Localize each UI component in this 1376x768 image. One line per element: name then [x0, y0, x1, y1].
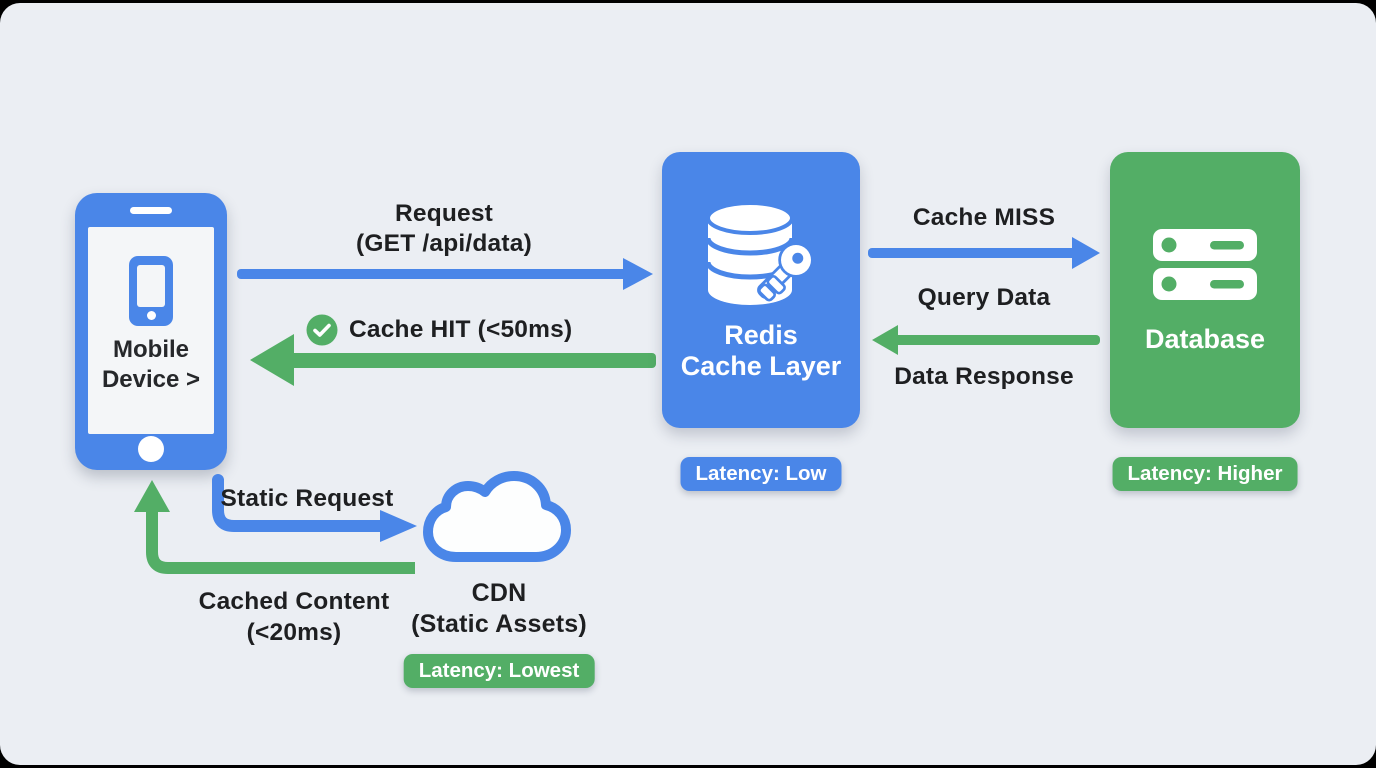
mobile-device-node: Mobile Device >	[75, 193, 227, 470]
arrowhead-left	[250, 334, 294, 386]
mobile-device-label-line1: Mobile	[113, 336, 189, 363]
cached-content-arrow	[134, 480, 415, 574]
phone-speaker-bar	[130, 207, 172, 214]
cached-content-label: Cached Content (<20ms)	[198, 588, 390, 646]
cache-miss-arrow	[868, 237, 1100, 269]
cdn-latency-badge: Latency: Lowest	[403, 654, 595, 688]
cache-hit-arrow	[250, 334, 656, 386]
redis-database-key-icon	[705, 201, 814, 305]
phone-home-button	[138, 436, 164, 462]
arrowhead-right	[1072, 237, 1100, 269]
data-response-arrow	[872, 325, 1100, 355]
request-arrow	[237, 258, 653, 290]
database-node: Database	[1110, 152, 1300, 428]
cache-miss-label: Cache MISS	[912, 204, 1056, 231]
request-arrow-label: Request (GET /api/data)	[356, 200, 532, 257]
static-request-arrow	[212, 474, 417, 542]
query-data-label: Query Data	[917, 284, 1051, 311]
diagram-canvas: Mobile Device > Request (GET /api/data) …	[0, 3, 1376, 765]
database-latency-badge: Latency: Higher	[1112, 457, 1298, 491]
cdn-cloud-icon	[423, 471, 571, 562]
redis-cache-node: Redis Cache Layer	[662, 152, 860, 428]
redis-latency-badge: Latency: Low	[680, 457, 842, 491]
phone-screen: Mobile Device >	[88, 227, 214, 434]
smartphone-icon	[129, 256, 173, 326]
checkmark-icon	[306, 314, 338, 346]
mobile-device-label-line2: Device >	[101, 366, 201, 393]
database-node-label: Database	[1144, 324, 1266, 354]
key-icon	[757, 242, 814, 302]
cache-hit-label-row: Cache HIT (<50ms)	[306, 313, 572, 347]
arrowhead-right	[623, 258, 653, 290]
cdn-label: CDN (Static Assets)	[411, 579, 587, 638]
redis-node-label: Redis Cache Layer	[680, 320, 842, 381]
cache-hit-label: Cache HIT (<50ms)	[349, 316, 573, 343]
server-stack-icon	[1153, 229, 1257, 300]
static-request-label: Static Request	[220, 485, 394, 512]
arrowhead-left	[872, 325, 898, 355]
data-response-label: Data Response	[894, 363, 1074, 390]
mobile-device-label: Mobile Device >	[88, 335, 214, 395]
